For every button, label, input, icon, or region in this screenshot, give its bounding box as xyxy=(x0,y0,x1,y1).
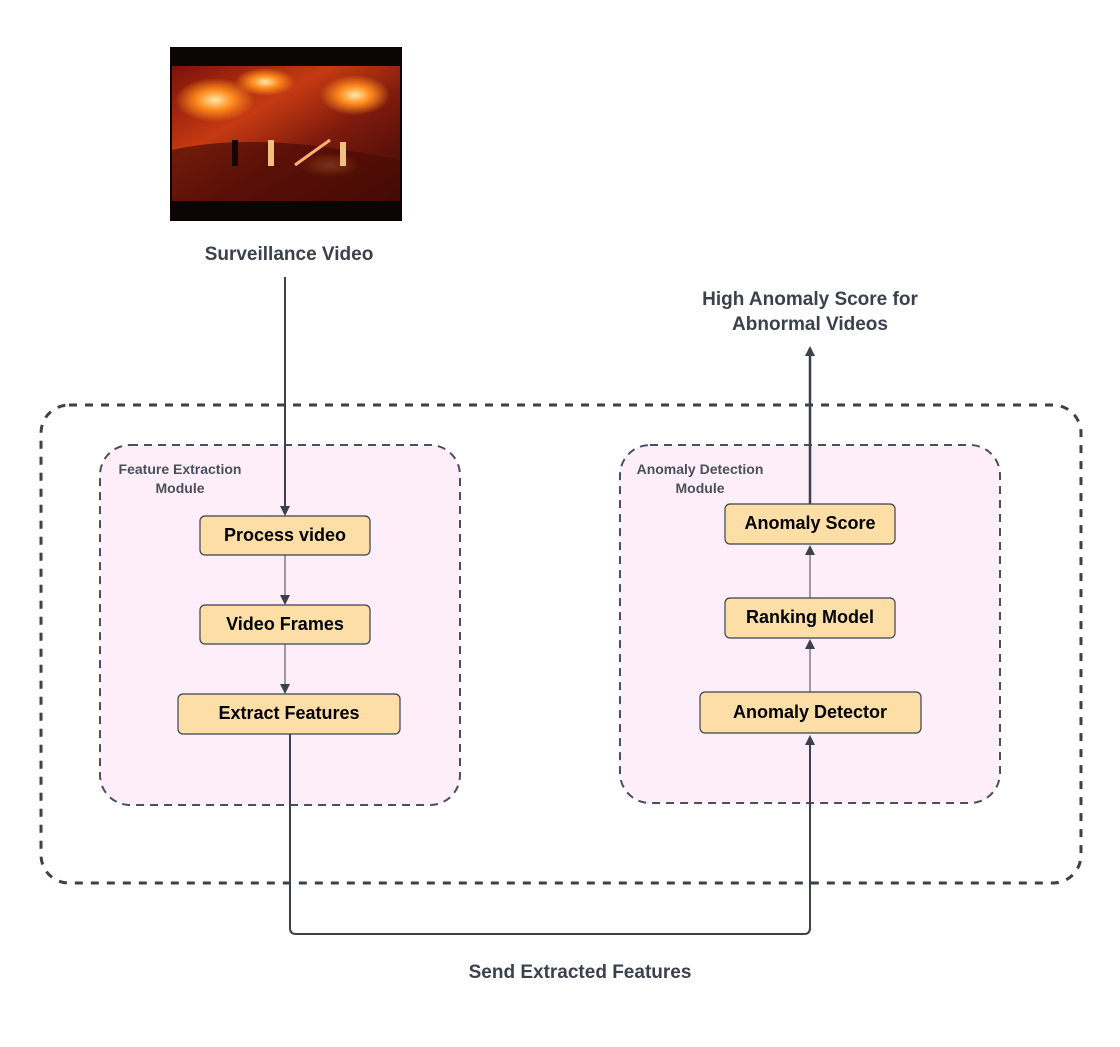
anomaly-score-label: Anomaly Score xyxy=(744,513,875,533)
output-label-line2: Abnormal Videos xyxy=(732,314,888,335)
feature-extraction-module: Feature Extraction Module Process video … xyxy=(99,444,461,806)
anomaly-detector-label: Anomaly Detector xyxy=(733,702,887,722)
anomaly-detection-title-line2: Module xyxy=(676,480,725,496)
ranking-model-label: Ranking Model xyxy=(746,607,874,627)
output-label-line1: High Anomaly Score for xyxy=(702,289,918,310)
anomaly-detection-module: Anomaly Detection Module Anomaly Score R… xyxy=(619,444,1001,804)
video-frames-label: Video Frames xyxy=(226,614,344,634)
process-video-label: Process video xyxy=(224,525,346,545)
system-boundary xyxy=(39,403,1083,885)
surveillance-video-thumbnail xyxy=(170,47,402,221)
input-label: Surveillance Video xyxy=(205,244,374,265)
connector-label: Send Extracted Features xyxy=(469,962,692,983)
feature-extraction-title-line2: Module xyxy=(156,480,205,496)
extract-features-label: Extract Features xyxy=(218,703,359,723)
edge-extract-to-detector xyxy=(289,734,815,935)
anomaly-detection-title-line1: Anomaly Detection xyxy=(637,461,764,477)
feature-extraction-title-line1: Feature Extraction xyxy=(119,461,242,477)
edges xyxy=(280,277,815,935)
